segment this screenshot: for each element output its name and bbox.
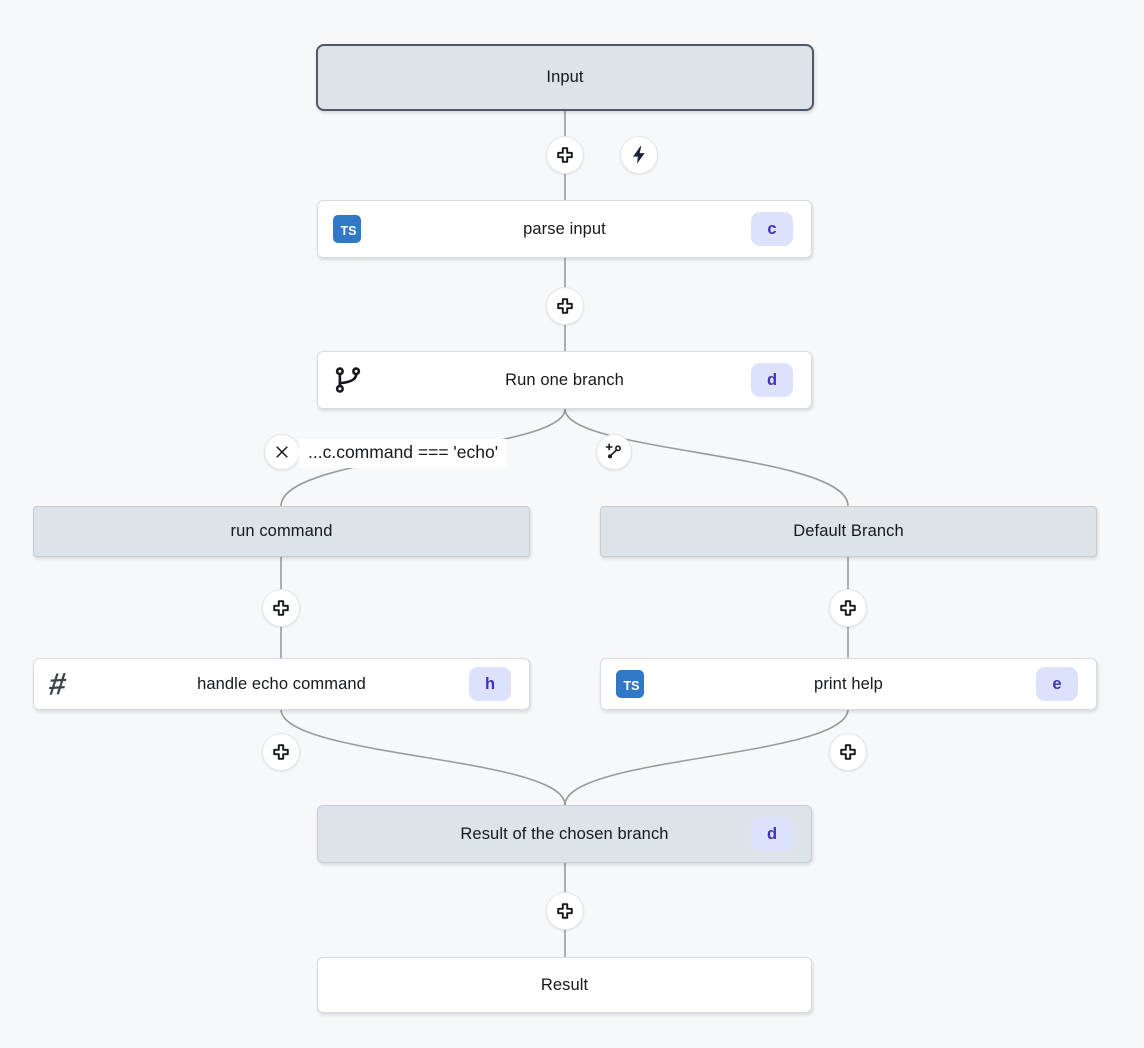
add-step-button[interactable] [829, 733, 867, 771]
add-step-button[interactable] [262, 589, 300, 627]
node-run-one-branch[interactable]: Run one branch d [317, 351, 812, 409]
hash-icon: # [47, 666, 69, 702]
node-result-of-chosen-branch[interactable]: Result of the chosen branch d [317, 805, 812, 863]
node-parse-input[interactable]: TS parse input c [317, 200, 812, 258]
branch-condition-button[interactable] [264, 434, 300, 470]
edge-merge-left [280, 708, 566, 806]
node-run-command-label: run command [230, 522, 333, 540]
plus-icon [840, 744, 856, 760]
node-input-label: Input [546, 68, 584, 86]
plus-icon [557, 147, 573, 163]
plus-icon [273, 600, 289, 616]
plus-icon [840, 600, 856, 616]
node-run-one-branch-label: Run one branch [505, 370, 624, 389]
node-result-of-chosen-branch-label: Result of the chosen branch [460, 824, 669, 843]
node-print-help-label: print help [814, 674, 883, 693]
add-branch-icon [605, 443, 621, 459]
git-branch-icon [333, 365, 363, 395]
node-handle-echo-command-label: handle echo command [197, 674, 366, 693]
node-run-command[interactable]: run command [33, 506, 530, 557]
node-handle-echo-command-badge: h [469, 667, 511, 701]
add-step-button[interactable] [546, 892, 584, 930]
node-print-help-badge: e [1036, 667, 1078, 701]
add-branch-button[interactable] [596, 434, 632, 470]
plus-icon [273, 744, 289, 760]
node-default-branch-label: Default Branch [793, 522, 904, 540]
add-step-button[interactable] [829, 589, 867, 627]
node-parse-input-label: parse input [523, 219, 606, 238]
node-input[interactable]: Input [316, 44, 814, 111]
typescript-icon: TS [616, 670, 644, 698]
plus-icon [557, 298, 573, 314]
node-run-one-branch-badge: d [751, 363, 793, 397]
node-default-branch[interactable]: Default Branch [600, 506, 1097, 557]
x-icon [276, 446, 288, 458]
node-result-label: Result [540, 975, 589, 994]
trigger-button[interactable] [620, 136, 658, 174]
node-result-of-chosen-branch-badge: d [751, 817, 793, 851]
node-parse-input-badge: c [751, 212, 793, 246]
add-step-button[interactable] [546, 287, 584, 325]
add-step-button[interactable] [546, 136, 584, 174]
edge-branch-right [564, 408, 849, 507]
add-step-button[interactable] [262, 733, 300, 771]
node-result[interactable]: Result [317, 957, 812, 1013]
branch-condition-label[interactable]: ...c.command === 'echo' [299, 439, 508, 468]
edge-merge-right [564, 708, 849, 806]
node-print-help[interactable]: TS print help e [600, 658, 1097, 710]
node-handle-echo-command[interactable]: # handle echo command h [33, 658, 530, 710]
typescript-icon: TS [333, 215, 361, 243]
plus-icon [557, 903, 573, 919]
bolt-icon [633, 146, 645, 164]
